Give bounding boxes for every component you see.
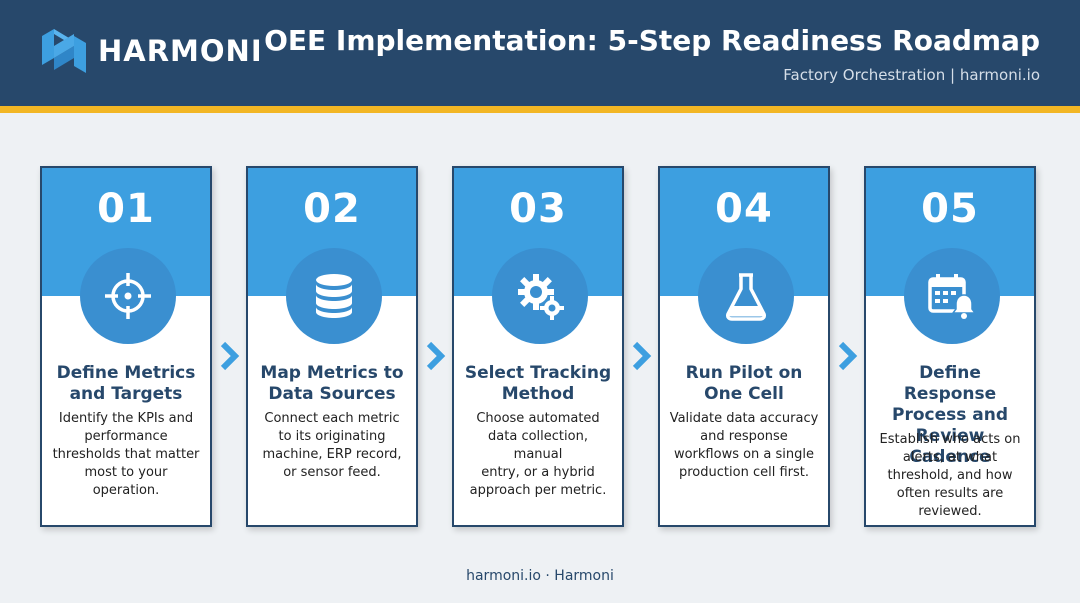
brand-logo[interactable]: HARMONI (38, 22, 263, 80)
page-title: OEE Implementation: 5-Step Readiness Roa… (264, 24, 1040, 57)
crosshair-target-icon (80, 248, 176, 344)
step-number: 01 (97, 186, 155, 232)
brand-name: HARMONI (98, 34, 263, 68)
page-subtitle: Factory Orchestration | harmoni.io (783, 66, 1040, 84)
flask-icon (698, 248, 794, 344)
step-number: 05 (921, 186, 979, 232)
calendar-bell-icon (904, 248, 1000, 344)
step-number: 03 (509, 186, 567, 232)
step-number: 02 (303, 186, 361, 232)
chevron-right-icon (220, 341, 240, 371)
chevron-right-icon (632, 341, 652, 371)
gears-icon (492, 248, 588, 344)
header-bar: HARMONI OEE Implementation: 5-Step Readi… (0, 0, 1080, 106)
step-number: 04 (715, 186, 773, 232)
harmoni-h-logo-icon (42, 29, 86, 73)
chevron-right-icon (426, 341, 446, 371)
header-accent-stripe (0, 106, 1080, 113)
footer-text: harmoni.io · Harmoni (466, 568, 614, 584)
chevron-right-icon (838, 341, 858, 371)
database-icon (286, 248, 382, 344)
